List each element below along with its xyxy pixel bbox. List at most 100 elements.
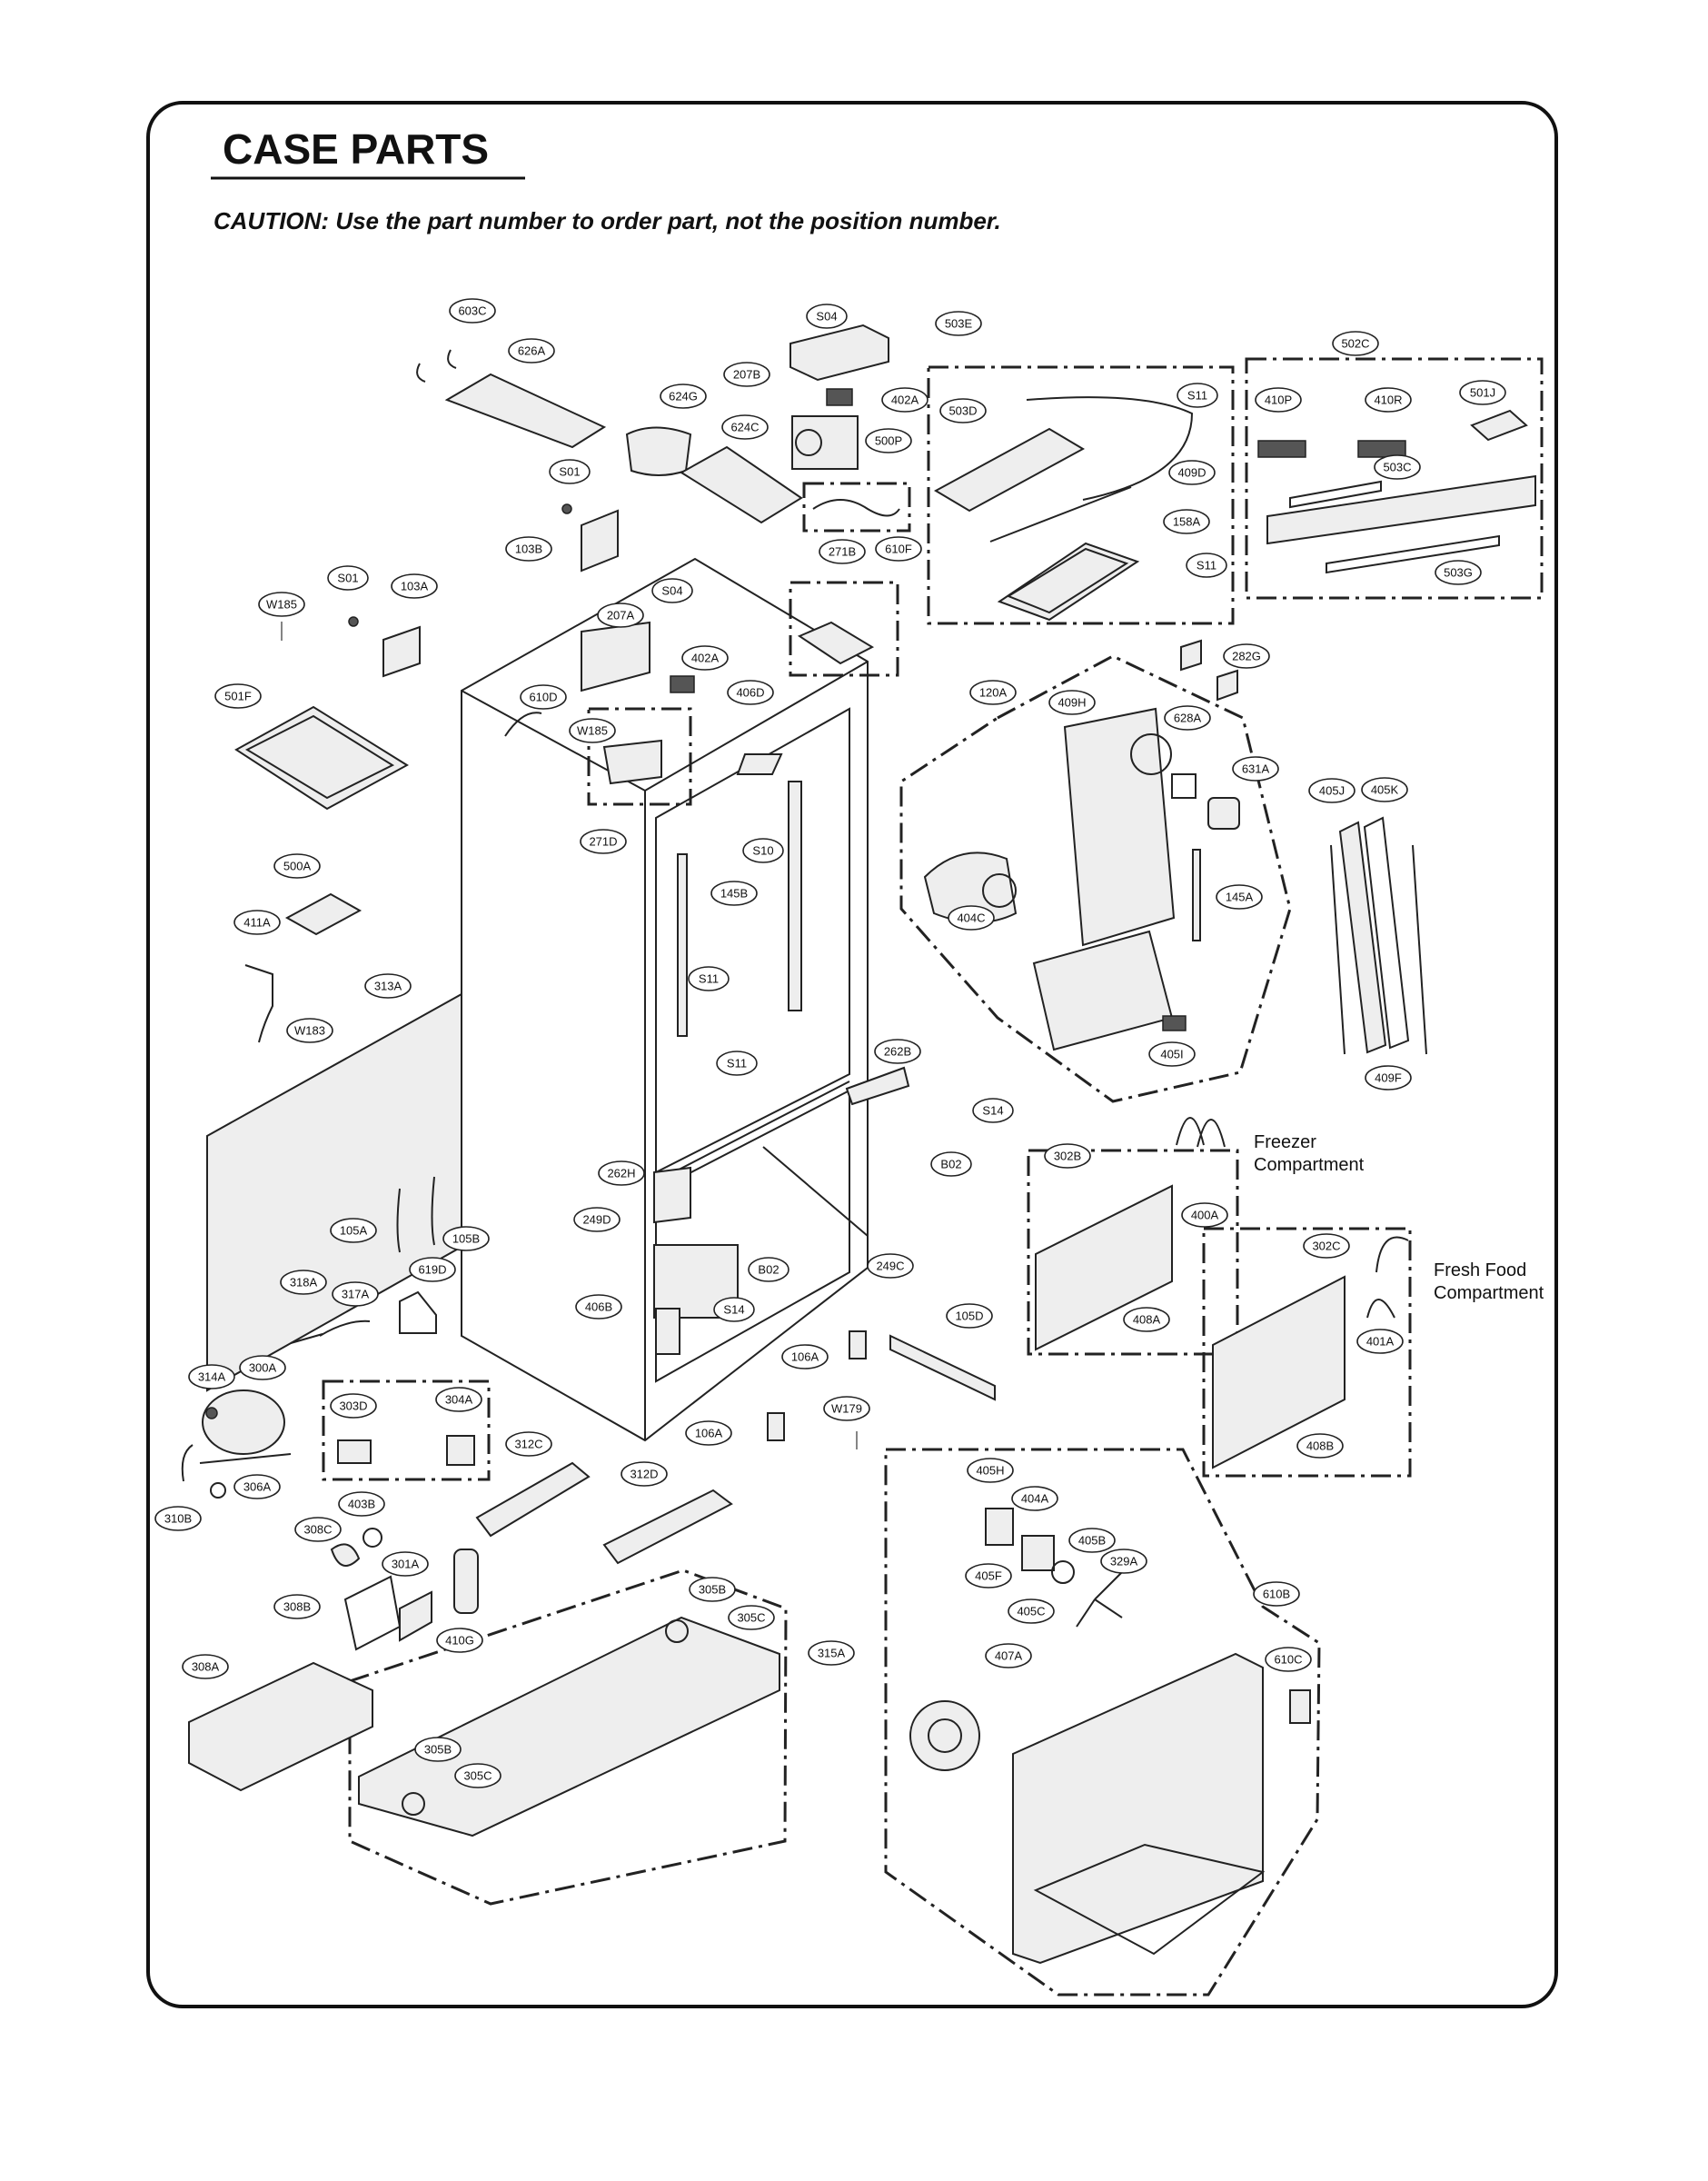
- part-207B: [789, 324, 889, 382]
- callout-bubble: [598, 1160, 645, 1186]
- callout-411A: 411A: [233, 910, 281, 935]
- part-305B-top: [665, 1619, 689, 1643]
- compressor-base: [199, 1453, 292, 1464]
- callout-501F: 501F: [214, 683, 262, 709]
- top-right-parts: [933, 396, 1536, 622]
- callout-207A: 207A: [597, 603, 644, 628]
- callout-text: S01: [337, 572, 358, 585]
- callout-text: 318A: [290, 1276, 318, 1290]
- callout-text: 105A: [340, 1224, 368, 1238]
- callout-text: 410R: [1374, 393, 1402, 407]
- callout-text: 207A: [607, 609, 635, 622]
- callout-271B: 271B: [819, 539, 866, 564]
- callout-bubble: [1253, 1581, 1300, 1607]
- callout-text: 207B: [733, 368, 760, 382]
- callout-bubble: [233, 910, 281, 935]
- callout-bubble: [660, 383, 707, 409]
- callout-500P: 500P: [865, 428, 912, 453]
- callout-B02: B02: [748, 1257, 789, 1282]
- callout-W185: W185: [258, 592, 305, 617]
- callout-bubble: [713, 1297, 755, 1322]
- part-315A: [358, 1616, 780, 1837]
- callout-bubble: [721, 414, 769, 440]
- callout-408A: 408A: [1123, 1307, 1170, 1332]
- callout-text: S14: [982, 1104, 1003, 1118]
- callout-bubble: [454, 1763, 501, 1788]
- callout-bubble: [280, 1270, 327, 1295]
- part-282G-b: [1216, 669, 1238, 702]
- callout-S10: S10: [742, 838, 784, 863]
- callout-text: 315A: [818, 1647, 846, 1660]
- callout-text: 302C: [1312, 1240, 1340, 1253]
- callout-bubble: [1223, 643, 1270, 669]
- callout-bubble: [435, 1387, 482, 1412]
- callout-bubble: [1100, 1549, 1147, 1574]
- callout-106A: 106A: [781, 1344, 829, 1369]
- part-501F-inner: [244, 714, 395, 800]
- callout-410R: 410R: [1365, 387, 1412, 413]
- callout-bubble: [449, 298, 496, 324]
- part-312D: [602, 1489, 733, 1565]
- callout-text: 308B: [283, 1600, 311, 1614]
- main-pcb-housing: [1266, 474, 1536, 545]
- callout-text: 403B: [348, 1498, 375, 1511]
- callout-text: W183: [294, 1024, 325, 1038]
- callout-text: 405F: [975, 1569, 1002, 1583]
- callout-text: 271B: [829, 545, 856, 559]
- part-626A: [444, 373, 607, 449]
- callout-410G: 410G: [436, 1628, 483, 1653]
- callout-text: 158A: [1173, 515, 1201, 529]
- callout-text: 106A: [791, 1350, 819, 1364]
- callout-bubble: [1365, 1065, 1412, 1090]
- callout-105A: 105A: [330, 1218, 377, 1243]
- callout-bubble: [233, 1474, 281, 1499]
- callout-405F: 405F: [965, 1563, 1012, 1588]
- callout-text: 312D: [630, 1468, 658, 1481]
- part-306A: [210, 1482, 226, 1499]
- callout-text: S11: [727, 1057, 747, 1071]
- callout-bubble: [935, 311, 982, 336]
- callout-bubble: [874, 1039, 921, 1064]
- callout-262H: 262H: [598, 1160, 645, 1186]
- part-262H: [653, 1166, 691, 1224]
- group-303D-outline: [322, 1379, 491, 1481]
- part-S11-wire: [1026, 396, 1194, 501]
- callout-405C: 405C: [1008, 1598, 1055, 1624]
- callout-271D: 271D: [580, 829, 627, 854]
- callout-bubble: [948, 905, 995, 931]
- callout-bubble: [1361, 777, 1408, 802]
- callout-text: 308C: [303, 1523, 332, 1537]
- callout-400A: 400A: [1181, 1202, 1228, 1228]
- page-title: CASE PARTS: [223, 125, 489, 173]
- callout-text: 282G: [1232, 650, 1261, 663]
- part-308B: [343, 1575, 402, 1651]
- callout-bubble: [875, 536, 922, 562]
- callout-bubble: [946, 1303, 993, 1329]
- callout-bubble: [806, 304, 848, 329]
- callout-text: 619D: [418, 1263, 446, 1277]
- part-308A: [188, 1661, 373, 1792]
- callout-text: 308A: [192, 1660, 220, 1674]
- shelf-rail-left: [677, 853, 688, 1037]
- callout-308A: 308A: [182, 1654, 229, 1679]
- callout-text: 310B: [164, 1512, 192, 1526]
- callout-text: B02: [758, 1263, 779, 1277]
- callout-text: 271D: [589, 835, 617, 849]
- callout-628A: 628A: [1164, 705, 1211, 731]
- callout-text: 306A: [243, 1480, 272, 1494]
- callout-bubble: [819, 539, 866, 564]
- callout-305C: 305C: [454, 1763, 501, 1788]
- part-405K: [1363, 816, 1410, 1050]
- callout-S14: S14: [713, 1297, 755, 1322]
- fresh-food-label-line2: Compartment: [1434, 1283, 1544, 1303]
- callout-308C: 308C: [294, 1517, 342, 1542]
- callout-bubble: [681, 645, 729, 671]
- callout-W185: W185: [569, 718, 616, 743]
- callout-405H: 405H: [967, 1458, 1014, 1483]
- part-503G: [1326, 534, 1500, 574]
- part-304A: [446, 1435, 475, 1466]
- part-405B: [1051, 1560, 1075, 1584]
- callout-text: 409H: [1058, 696, 1086, 710]
- callout-text: 405J: [1319, 784, 1345, 798]
- callout-S11: S11: [1186, 553, 1227, 578]
